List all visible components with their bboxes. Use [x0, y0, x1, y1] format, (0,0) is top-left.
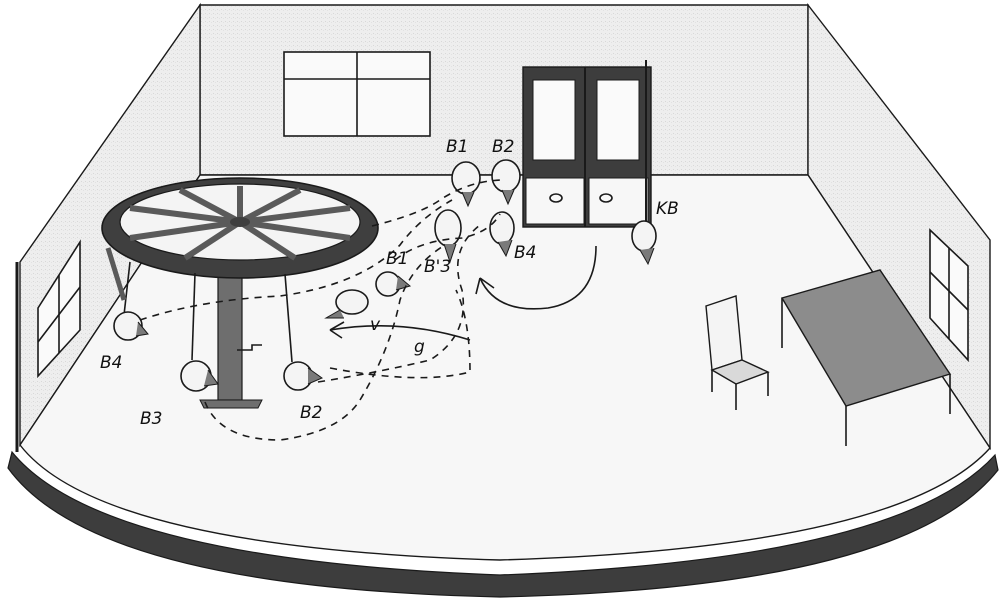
dashed-path-left: [139, 199, 453, 321]
right-window: [929, 228, 969, 363]
carousel-apparatus: [101, 177, 379, 409]
dashed-path-right: [329, 289, 471, 379]
label-v: v: [370, 315, 381, 335]
balloon-b3-mid: [434, 209, 462, 264]
label-b3-mid: B'3: [424, 257, 451, 277]
table: [780, 269, 952, 446]
label-b4-left: B4: [100, 353, 122, 373]
left-window: [37, 239, 81, 379]
double-door: [522, 60, 652, 230]
balloon-b1-top: [451, 161, 481, 208]
solid-arrow-g: [329, 324, 471, 341]
label-kb: KB: [656, 199, 679, 219]
dashed-path-middle: [317, 224, 481, 383]
label-b2-top: B2: [492, 137, 514, 157]
balloon-kb: [631, 220, 657, 266]
dashed-path-b4: [394, 213, 501, 261]
diagram-labels: B1 B2 KB B4 B1 B'3 v g B4 B3 B2: [100, 137, 679, 429]
label-b3-low: B3: [140, 409, 162, 429]
balloon-b2-low: [283, 361, 324, 391]
balloon-b3-low: [180, 360, 219, 392]
balloon-b4-left: [113, 311, 149, 341]
solid-arrow-return: [479, 245, 597, 310]
dashed-path-upper: [371, 179, 506, 227]
trajectories: [139, 179, 597, 441]
dashed-path-lower: [204, 244, 446, 441]
balloon-b2-top: [491, 159, 521, 206]
label-b4-mid: B4: [514, 243, 536, 263]
floor-base-band: [7, 450, 999, 598]
back-window: [283, 51, 431, 137]
label-g: g: [414, 337, 425, 357]
chair: [705, 295, 770, 410]
balloon-v: [324, 289, 369, 319]
label-b1-top: B1: [446, 137, 468, 157]
label-b2-low: B2: [300, 403, 322, 423]
label-b1-mid: B1: [386, 249, 408, 269]
